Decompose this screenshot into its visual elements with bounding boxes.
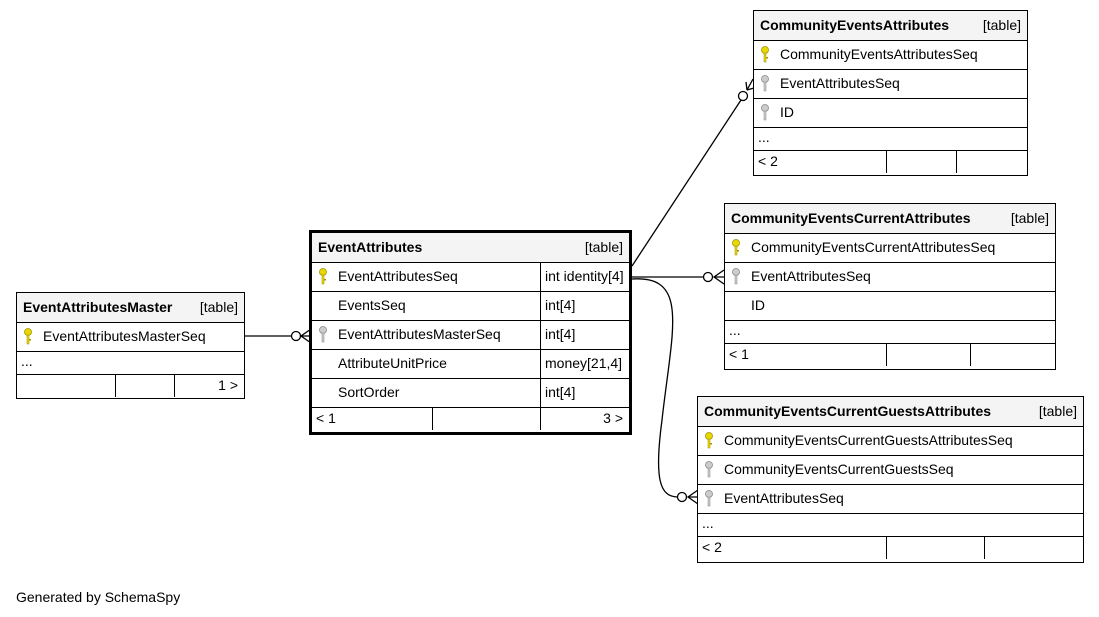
edge-zero-marker — [737, 90, 749, 102]
column-name: CommunityEventsCurrentGuestsAttributesSe… — [724, 432, 1013, 448]
table-name: CommunityEventsCurrentGuestsAttributes — [704, 403, 992, 419]
column-row: EventAttributesSeq — [698, 485, 1083, 514]
column-type: money[21,4] — [545, 355, 623, 371]
table-header: CommunityEventsAttributes [table] — [754, 11, 1027, 41]
column-type: int[4] — [545, 297, 576, 313]
edge-zero-marker — [290, 330, 302, 342]
table-communityeventsattributes[interactable]: CommunityEventsAttributes [table] Commun… — [753, 10, 1028, 176]
table-footer: < 1 — [725, 344, 1055, 366]
column-row: EventsSeq int[4] — [312, 292, 629, 321]
table-footer: < 2 — [754, 151, 1027, 173]
column-row: EventAttributesMasterSeq int[4] — [312, 321, 629, 350]
ellipsis-text: ... — [758, 129, 770, 145]
column-name: EventsSeq — [338, 297, 406, 313]
table-communityeventscurrentattributes[interactable]: CommunityEventsCurrentAttributes [table]… — [724, 203, 1056, 370]
foreign-key-icon — [705, 461, 713, 478]
column-row-ellipsis: ... — [17, 352, 244, 375]
foreign-key-icon — [319, 326, 327, 343]
table-name: EventAttributesMaster — [23, 299, 173, 315]
column-type: int[4] — [545, 384, 576, 400]
edge-crowfoot — [712, 269, 725, 285]
column-type: int identity[4] — [545, 268, 624, 284]
edge-eventattributes-to-communityeventscurrentguestsattributes — [631, 278, 679, 498]
ellipsis-text: ... — [729, 322, 741, 338]
table-eventattributes[interactable]: EventAttributes [table] EventAttributesS… — [309, 230, 632, 435]
footer-children: 3 > — [603, 410, 623, 426]
ellipsis-text: ... — [702, 515, 714, 531]
table-footer: < 1 3 > — [312, 408, 629, 430]
table-footer: 1 > — [17, 375, 244, 397]
footer-parents: < 2 — [702, 539, 722, 555]
column-name: CommunityEventsCurrentAttributesSeq — [751, 239, 996, 255]
table-type: [table] — [1038, 403, 1077, 419]
foreign-key-icon — [761, 104, 769, 121]
primary-key-icon — [732, 239, 740, 256]
column-row: SortOrder int[4] — [312, 379, 629, 408]
column-name: CommunityEventsAttributesSeq — [780, 46, 978, 62]
primary-key-icon — [705, 432, 713, 449]
column-name: EventAttributesSeq — [780, 75, 900, 91]
table-footer: < 2 — [698, 537, 1083, 559]
edge-crowfoot — [745, 78, 755, 91]
footer-parents: < 1 — [316, 410, 336, 426]
column-row: CommunityEventsCurrentAttributesSeq — [725, 234, 1055, 263]
table-header: EventAttributesMaster [table] — [17, 293, 244, 323]
column-row: EventAttributesSeq — [725, 263, 1055, 292]
column-name: CommunityEventsCurrentGuestsSeq — [724, 461, 954, 477]
table-name: EventAttributes — [318, 239, 423, 255]
table-header: EventAttributes [table] — [312, 233, 629, 263]
column-row: CommunityEventsCurrentGuestsAttributesSe… — [698, 427, 1083, 456]
column-type: int[4] — [545, 326, 576, 342]
primary-key-icon — [761, 46, 769, 63]
column-name: EventAttributesSeq — [338, 268, 458, 284]
footer-parents: < 2 — [758, 153, 778, 169]
column-row: CommunityEventsCurrentGuestsSeq — [698, 456, 1083, 485]
ellipsis-text: ... — [21, 353, 33, 369]
primary-key-icon — [24, 328, 32, 345]
column-name: EventAttributesMasterSeq — [43, 328, 206, 344]
table-name: CommunityEventsCurrentAttributes — [731, 210, 971, 226]
table-type: [table] — [199, 299, 238, 315]
column-row: ID — [725, 292, 1055, 321]
table-communityeventscurrentguestsattributes[interactable]: CommunityEventsCurrentGuestsAttributes [… — [697, 396, 1084, 563]
column-row: EventAttributesMasterSeq — [17, 323, 244, 352]
generated-by-text: Generated by SchemaSpy — [16, 589, 181, 605]
edge-crowfoot — [686, 489, 699, 505]
edge-zero-marker — [676, 491, 688, 503]
footer-parents: < 1 — [729, 346, 749, 362]
table-type: [table] — [1010, 210, 1049, 226]
column-name: EventAttributesMasterSeq — [338, 326, 501, 342]
column-row: CommunityEventsAttributesSeq — [754, 41, 1027, 70]
table-header: CommunityEventsCurrentGuestsAttributes [… — [698, 397, 1083, 427]
table-name: CommunityEventsAttributes — [760, 17, 950, 33]
column-name: EventAttributesSeq — [724, 490, 844, 506]
column-row: AttributeUnitPrice money[21,4] — [312, 350, 629, 379]
table-type: [table] — [982, 17, 1021, 33]
column-name: SortOrder — [338, 384, 400, 400]
edge-zero-marker — [702, 271, 714, 283]
column-name: EventAttributesSeq — [751, 268, 871, 284]
edge-eventattributes-to-communityeventsattributes — [631, 99, 742, 267]
primary-key-icon — [319, 268, 327, 285]
column-row: EventAttributesSeq int identity[4] — [312, 263, 629, 292]
column-row: ID — [754, 99, 1027, 128]
footer-children: 1 > — [218, 377, 238, 393]
foreign-key-icon — [705, 490, 713, 507]
table-header: CommunityEventsCurrentAttributes [table] — [725, 204, 1055, 234]
foreign-key-icon — [761, 75, 769, 92]
column-row-ellipsis: ... — [725, 321, 1055, 344]
column-name: ID — [751, 297, 765, 313]
column-row-ellipsis: ... — [754, 128, 1027, 151]
table-eventattributesmaster[interactable]: EventAttributesMaster [table] EventAttri… — [16, 292, 245, 399]
column-name: AttributeUnitPrice — [338, 355, 447, 371]
column-row: EventAttributesSeq — [754, 70, 1027, 99]
foreign-key-icon — [732, 268, 740, 285]
column-row-ellipsis: ... — [698, 514, 1083, 537]
column-name: ID — [780, 104, 794, 120]
table-type: [table] — [584, 239, 623, 255]
